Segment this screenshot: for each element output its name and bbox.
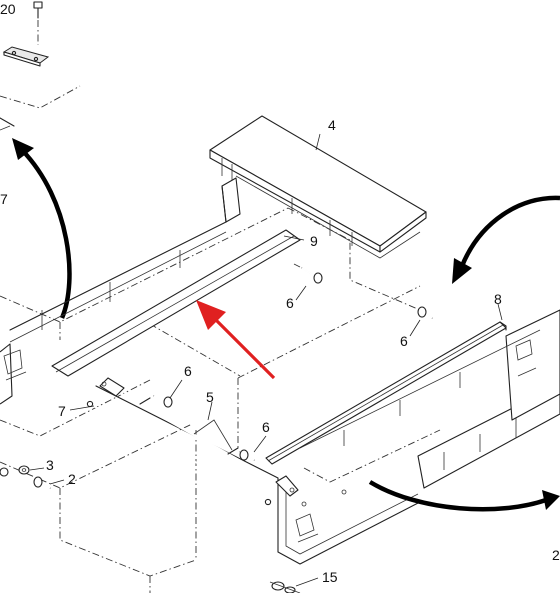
motion-arrow-left-icon — [12, 138, 72, 319]
pointer-arrow-icon — [196, 300, 276, 380]
leader-lines — [29, 133, 503, 587]
callout-6-upper: 6 — [286, 295, 294, 311]
callout-2-edge: 2 — [552, 547, 560, 563]
tray-frame-dashed-outline — [0, 207, 441, 593]
screw-2-icon — [33, 476, 51, 489]
callout-6-center: 6 — [184, 363, 192, 379]
motion-arrow-right-lower-icon — [368, 480, 560, 512]
screw-6-upper-icon — [293, 263, 323, 284]
tray-frame-front-wall — [95, 385, 421, 565]
callout-8: 8 — [494, 291, 502, 307]
callout-3: 3 — [46, 457, 54, 473]
callout-6-lower: 6 — [262, 419, 270, 435]
callout-20: 20 — [0, 1, 16, 17]
motion-arrow-right-upper-icon — [452, 195, 560, 284]
callout-9: 9 — [310, 233, 318, 249]
tray-frame-left-wall — [0, 177, 241, 405]
callout-2: 2 — [68, 471, 76, 487]
callout-7-edge: 7 — [0, 191, 8, 207]
part-20-screw — [33, 1, 43, 45]
callout-6-right: 6 — [400, 333, 408, 349]
screw-6-lower-icon — [239, 449, 255, 461]
part-4-cover — [209, 115, 427, 259]
washer-3-icon — [0, 465, 30, 477]
callout-15: 15 — [322, 569, 338, 585]
screw-6-right-icon — [417, 306, 433, 319]
screw-6-center-icon — [153, 395, 173, 408]
part-7-rod — [86, 400, 272, 506]
part-8-rail — [265, 321, 507, 465]
tray-frame-right-wall — [299, 309, 560, 489]
part-5-shaft — [99, 377, 299, 497]
callout-5: 5 — [206, 389, 214, 405]
screw-15-icon — [269, 581, 301, 593]
upper-left-frame-edge — [0, 85, 81, 131]
callout-7: 7 — [58, 403, 66, 419]
callout-4: 4 — [328, 117, 336, 133]
part-20-bracket — [2, 46, 50, 67]
part-9-strip — [51, 229, 301, 377]
